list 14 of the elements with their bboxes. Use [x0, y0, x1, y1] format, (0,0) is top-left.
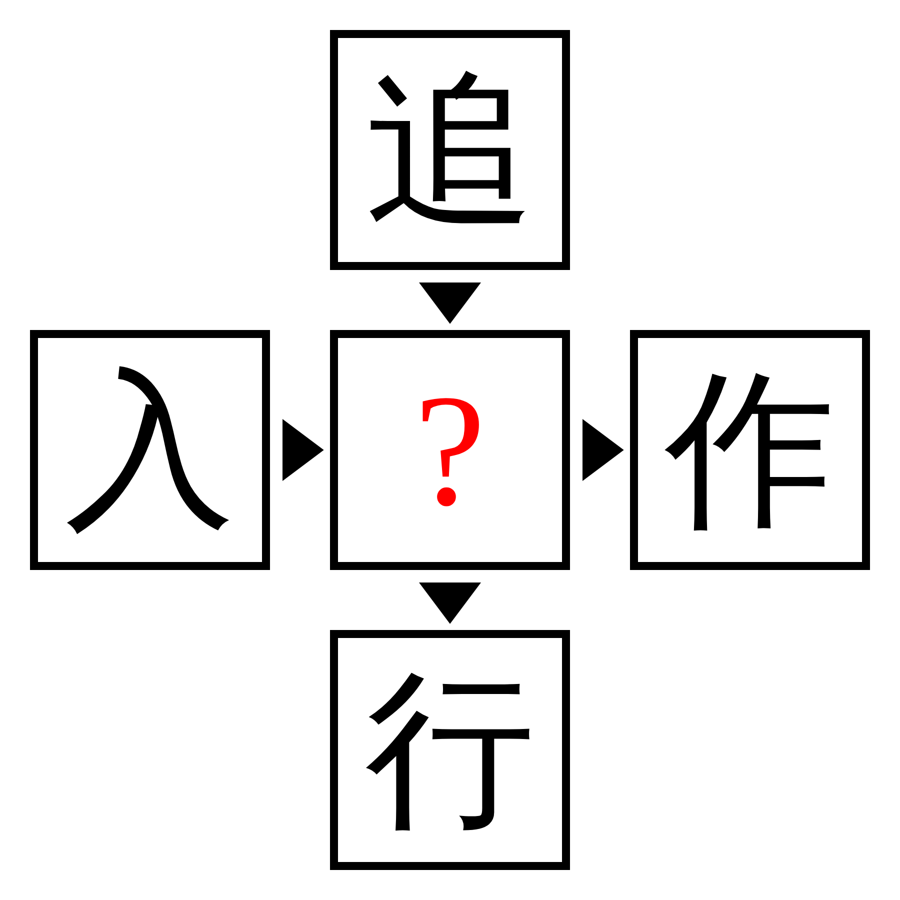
character-box: [630, 330, 870, 570]
arrow: [582, 419, 624, 481]
arrow: [282, 419, 324, 481]
kanji-character: 行: [365, 665, 535, 835]
kanji-character: 追: [365, 65, 535, 235]
character-box: [330, 630, 570, 870]
question-mark: ?: [414, 370, 486, 530]
character-box: [330, 30, 570, 270]
character-box: [30, 330, 270, 570]
kanji-character: 入: [65, 365, 235, 535]
character-box: [330, 330, 570, 570]
arrow: [419, 282, 481, 324]
kanji-character: 作: [665, 365, 835, 535]
arrow: [419, 582, 481, 624]
